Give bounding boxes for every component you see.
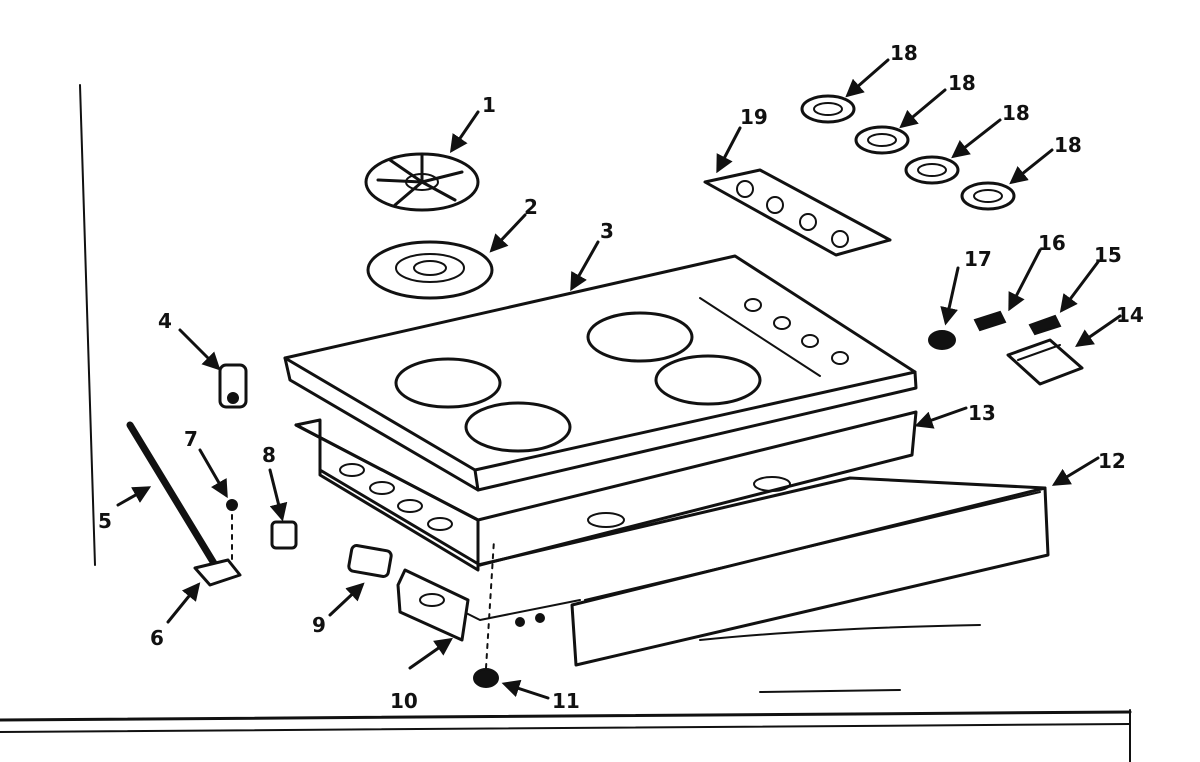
- part-8-clip: [270, 520, 298, 550]
- part-3-cooktop-top: [283, 254, 918, 492]
- callout-15: 15: [1094, 243, 1122, 267]
- callout-6: 6: [150, 626, 164, 650]
- callout-10: 10: [390, 689, 418, 713]
- part-4-valve: [218, 363, 248, 409]
- callout-18-a: 18: [890, 41, 918, 65]
- page-frame: [0, 84, 1132, 762]
- callout-13: 13: [968, 401, 996, 425]
- callout-2: 2: [524, 195, 538, 219]
- callout-12: 12: [1098, 449, 1126, 473]
- part-19-control-plate: [703, 168, 892, 257]
- callout-18-c: 18: [1002, 101, 1030, 125]
- callout-labels: 1 2 3 4 5 6 7 8 9 10 11 12 13 14 15 16 1…: [98, 41, 1144, 713]
- callout-8: 8: [262, 443, 276, 467]
- part-6-base: [193, 558, 242, 587]
- part-11-nut: [473, 539, 499, 688]
- leader-arrows: [116, 58, 1122, 700]
- callout-3: 3: [600, 219, 614, 243]
- callout-17: 17: [964, 247, 992, 271]
- part-16-screw: [973, 310, 1007, 332]
- callout-7: 7: [184, 427, 198, 451]
- part-1-burner-grate: [364, 152, 480, 212]
- callout-5: 5: [98, 509, 112, 533]
- part-12-front-panel: [459, 476, 1050, 667]
- part-18-knob-rings: [800, 94, 1016, 211]
- part-14-hinge: [1006, 338, 1084, 386]
- callout-14: 14: [1116, 303, 1144, 327]
- callout-18-b: 18: [948, 71, 976, 95]
- callout-16: 16: [1038, 231, 1066, 255]
- part-5-rod: [126, 421, 219, 569]
- callout-9: 9: [312, 613, 326, 637]
- callout-1: 1: [482, 93, 496, 117]
- part-15-screw: [1028, 314, 1062, 336]
- part-9-clip: [347, 544, 393, 578]
- callout-4: 4: [158, 309, 172, 333]
- part-17-grommet: [928, 330, 956, 350]
- part-2-drip-bowl: [366, 240, 494, 300]
- part-7-pin: [226, 499, 238, 561]
- callout-18-d: 18: [1054, 133, 1082, 157]
- callout-19: 19: [740, 105, 768, 129]
- callout-11: 11: [552, 689, 580, 713]
- part-10-bracket: [396, 568, 470, 642]
